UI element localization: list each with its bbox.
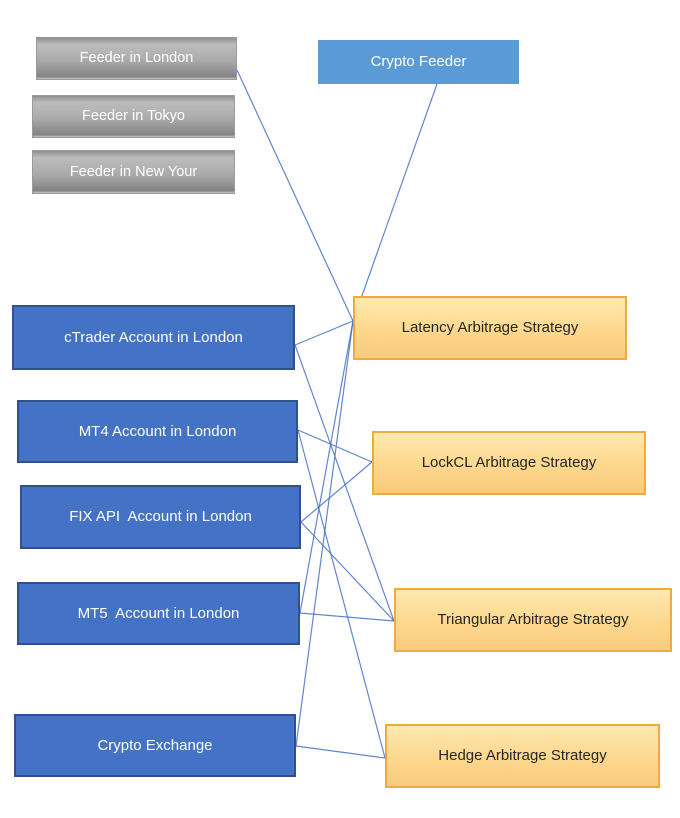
triangular-strategy-box: Triangular Arbitrage Strategy	[394, 588, 672, 652]
mt5-account-box: MT5 Account in London	[17, 582, 300, 645]
feeder-london-box-label: Feeder in London	[79, 50, 194, 67]
hedge-strategy-box-label: Hedge Arbitrage Strategy	[438, 747, 607, 765]
mt5-account-box-label: MT5 Account in London	[77, 604, 240, 622]
fix-api-account-box: FIX API Account in London	[20, 485, 301, 549]
ctrader-account-box: cTrader Account in London	[12, 305, 295, 370]
feeder-newyork-box-label: Feeder in New Your	[69, 163, 198, 180]
fix-api-account-box-label: FIX API Account in London	[69, 508, 252, 526]
triangular-strategy-box-label: Triangular Arbitrage Strategy	[437, 611, 629, 629]
feeder-tokyo-box-label: Feeder in Tokyo	[82, 108, 185, 125]
ctrader-account-box-label: cTrader Account in London	[64, 328, 243, 346]
connector-line-mt4-account-box-to-hedge-strategy-box	[297, 429, 386, 759]
feeder-newyork-box: Feeder in New Your	[32, 150, 235, 194]
mt4-account-box-label: MT4 Account in London	[78, 422, 237, 440]
crypto-exchange-box-label: Crypto Exchange	[97, 736, 213, 754]
connector-line-feeder-london-box-to-latency-strategy-box	[236, 69, 354, 322]
crypto-feeder-box-label: Crypto Feeder	[370, 53, 467, 71]
crypto-feeder-box: Crypto Feeder	[318, 40, 519, 84]
connector-line-fix-api-account-box-to-triangular-strategy-box	[300, 521, 395, 622]
connector-line-crypto-exchange-box-to-hedge-strategy-box	[295, 745, 386, 759]
lockcl-strategy-box-label: LockCL Arbitrage Strategy	[421, 454, 597, 472]
latency-strategy-box-label: Latency Arbitrage Strategy	[401, 319, 579, 337]
lockcl-strategy-box: LockCL Arbitrage Strategy	[372, 431, 646, 495]
crypto-exchange-box: Crypto Exchange	[14, 714, 296, 777]
mt4-account-box: MT4 Account in London	[17, 400, 298, 463]
latency-strategy-box: Latency Arbitrage Strategy	[353, 296, 627, 360]
connector-line-ctrader-account-box-to-latency-strategy-box	[294, 320, 354, 346]
connector-line-crypto-feeder-box-to-latency-strategy-box	[352, 83, 438, 322]
feeder-london-box: Feeder in London	[36, 37, 237, 80]
connector-line-crypto-exchange-box-to-latency-strategy-box	[295, 320, 354, 747]
connector-line-fix-api-account-box-to-lockcl-strategy-box	[300, 461, 373, 523]
hedge-strategy-box: Hedge Arbitrage Strategy	[385, 724, 660, 788]
connector-line-mt5-account-box-to-latency-strategy-box	[299, 320, 354, 614]
feeder-tokyo-box: Feeder in Tokyo	[32, 95, 235, 138]
connector-line-mt4-account-box-to-lockcl-strategy-box	[297, 429, 373, 463]
connector-line-ctrader-account-box-to-triangular-strategy-box	[294, 344, 395, 622]
